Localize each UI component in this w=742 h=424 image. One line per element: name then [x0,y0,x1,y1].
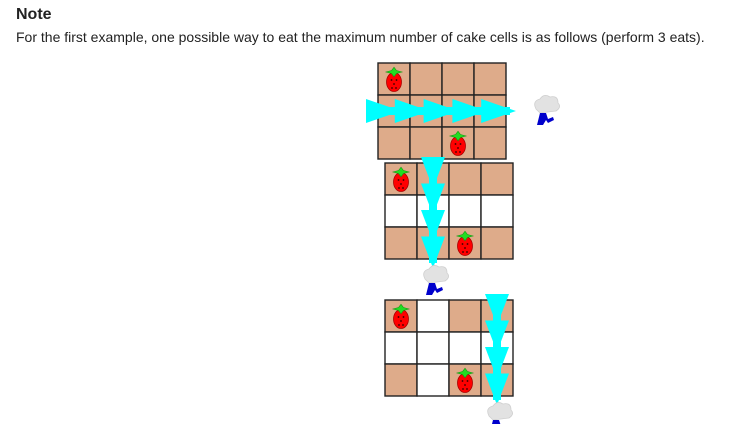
chef-icon [423,265,449,295]
cake-grid-step-3 [384,299,514,397]
cake-grid-step-2 [384,162,514,260]
strawberry-icon [455,230,475,256]
cake-cell [473,62,507,96]
strawberry-icon [391,166,411,192]
eaten-cell [480,194,514,228]
strawberry-icon [448,130,468,156]
cake-cell [441,62,475,96]
eaten-cell [448,194,482,228]
cake-grid-step-1 [377,62,507,160]
note-heading: Note [16,6,52,23]
strawberry-icon [384,66,404,92]
strawberry-icon [391,303,411,329]
eaten-cell [416,363,450,397]
eaten-cell [416,331,450,365]
eaten-cell [416,299,450,333]
cake-cell [448,299,482,333]
cake-cell [480,226,514,260]
eat-path-arrow-icon [421,157,445,268]
cake-cell [409,126,443,160]
note-description: For the first example, one possible way … [16,29,705,45]
eat-path-arrow-icon [366,99,516,123]
cake-cell [384,226,418,260]
cake-cell [377,126,411,160]
strawberry-icon [455,367,475,393]
cake-cell [480,162,514,196]
cake-cell [448,162,482,196]
eaten-cell [448,331,482,365]
chef-icon [534,95,560,125]
chef-icon [487,402,513,424]
cake-cell [473,126,507,160]
eaten-cell [384,331,418,365]
eaten-cell [384,194,418,228]
cake-cell [384,363,418,397]
eat-path-arrow-icon [485,294,509,405]
cake-cell [409,62,443,96]
